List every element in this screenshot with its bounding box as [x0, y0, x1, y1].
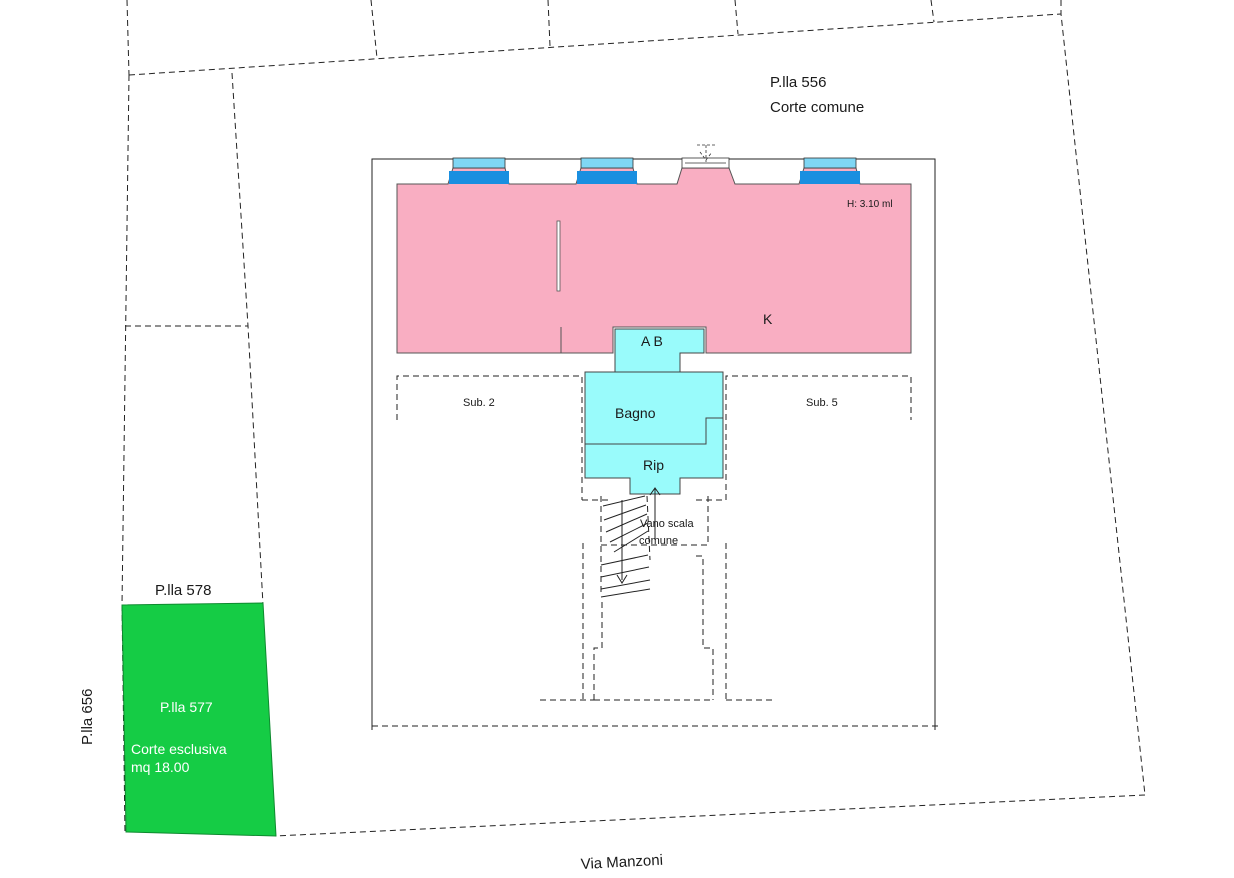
- exclusive-yard-label-line2: mq 18.00: [131, 759, 190, 775]
- room-k-label: K: [763, 311, 773, 327]
- parcel-656-label: P.lla 656: [79, 689, 96, 745]
- street-label: Via Manzoni: [580, 852, 663, 873]
- room-rip-label: Rip: [643, 457, 664, 473]
- windows: [449, 144, 860, 184]
- building-outline: [371, 158, 938, 730]
- staircase: [600, 487, 709, 598]
- parcel-578-label: P.lla 578: [155, 582, 211, 599]
- stair-label-line2: comune: [639, 535, 678, 547]
- common-yard-label: Corte comune: [770, 99, 864, 116]
- lower-corridor: [540, 543, 775, 701]
- parcel-boundaries: [121, 0, 1146, 837]
- parcel-556-label: P.lla 556: [770, 74, 826, 91]
- height-label: H: 3.10 ml: [847, 199, 893, 210]
- partition-wall: [556, 220, 561, 292]
- service-rooms: [584, 328, 724, 495]
- room-k-area: [396, 167, 912, 354]
- stair-label-line1: Vano scala: [640, 518, 694, 530]
- room-rip-area: [584, 417, 724, 495]
- sub-5-label: Sub. 5: [806, 397, 838, 409]
- sub-2-label: Sub. 2: [463, 397, 495, 409]
- exclusive-yard-label-line1: Corte esclusiva: [131, 741, 227, 757]
- exclusive-yard-parcel: [121, 602, 277, 837]
- entrance-door-icon: [681, 144, 730, 169]
- window-3-icon: [800, 157, 860, 184]
- room-bagno-label: Bagno: [615, 405, 656, 421]
- parcel-577-label: P.lla 577: [160, 699, 213, 715]
- room-ab-label: A B: [641, 333, 663, 349]
- window-2-icon: [577, 157, 637, 184]
- window-1-icon: [449, 157, 509, 184]
- sub-unit-outlines: [396, 375, 912, 501]
